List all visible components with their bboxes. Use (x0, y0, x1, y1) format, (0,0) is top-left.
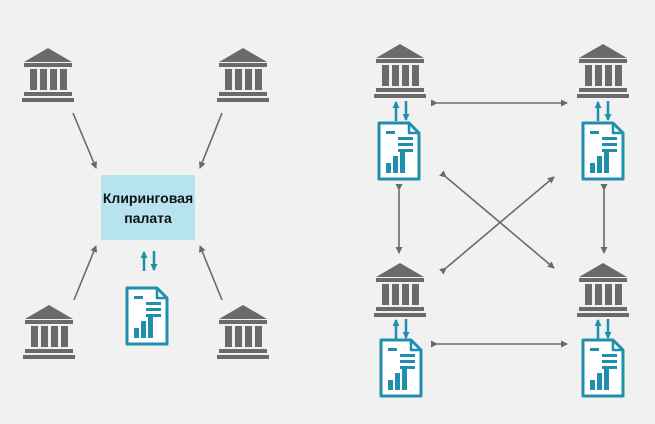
up-down-arrows-icon (396, 319, 406, 339)
bank-building-icon (217, 48, 269, 102)
bank-building-icon (217, 305, 269, 359)
clearing-house-box (101, 175, 195, 240)
report-document-icon (581, 338, 625, 398)
clearing-house-label: Клиринговая палата (101, 175, 195, 240)
peer-link-arrow (439, 176, 555, 275)
bank-building-icon (374, 44, 426, 98)
bank-building-icon (577, 44, 629, 98)
connector-arrow (198, 112, 223, 169)
report-document-icon (377, 121, 421, 181)
up-down-arrows-icon (598, 319, 608, 339)
clearing-house-label-line1: Клиринговая (102, 189, 194, 206)
connector-arrow (72, 112, 97, 169)
bank-building-icon (577, 263, 629, 317)
connector-arrow (199, 245, 223, 301)
bank-building-icon (23, 305, 75, 359)
report-document-icon (379, 338, 423, 398)
up-down-arrows-icon (144, 251, 154, 271)
connector-arrow (73, 245, 97, 301)
bank-building-icon (374, 263, 426, 317)
report-document-icon (581, 121, 625, 181)
report-document-icon (125, 286, 169, 346)
centralized-scheme (22, 48, 269, 359)
up-down-arrows-icon (598, 101, 608, 121)
up-down-arrows-icon (396, 101, 406, 121)
decentralized-scheme (374, 44, 629, 398)
clearing-house-label-line2: палата (124, 209, 172, 226)
bank-building-icon (22, 48, 74, 102)
